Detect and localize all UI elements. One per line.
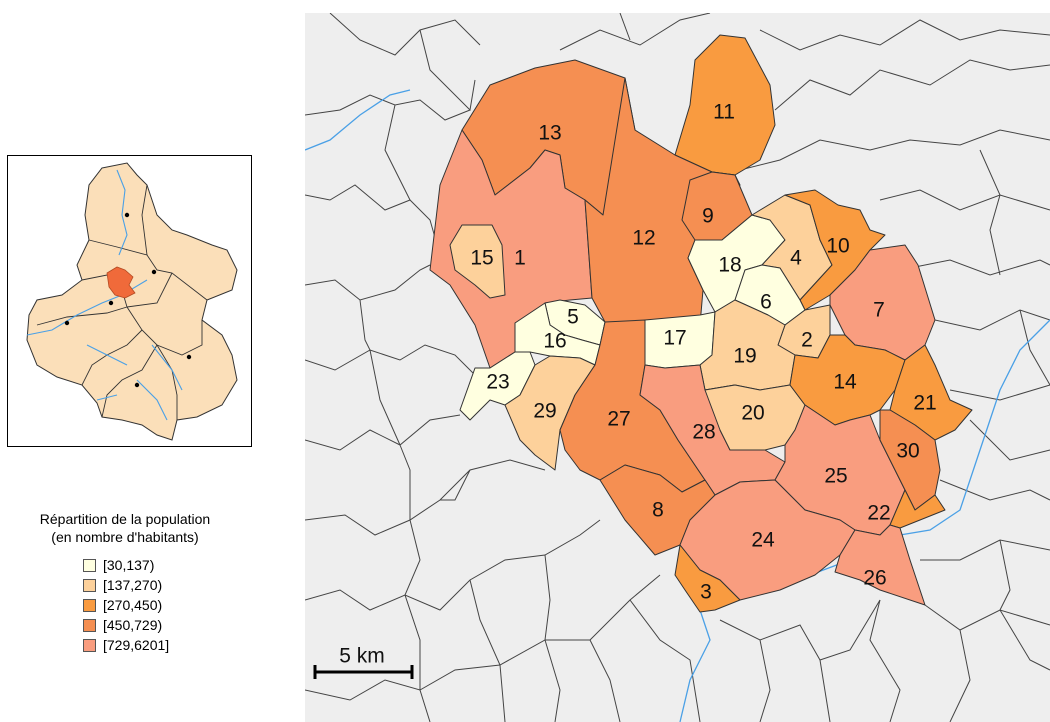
- commune-labels: 1 2 3 4 5 6 7 8 9 10 11 12 13 14 15 16 1…: [470, 101, 936, 604]
- commune-11: [674, 34, 776, 176]
- commune-label-10: 10: [826, 235, 849, 258]
- inset-cities: [64, 212, 192, 388]
- commune-label-1: 1: [514, 247, 526, 270]
- legend-item: [30,137): [10, 556, 240, 576]
- commune-label-26: 26: [863, 567, 886, 590]
- legend-swatch: [83, 599, 96, 612]
- commune-label-5: 5: [567, 306, 579, 329]
- inset-region-outline: [26, 162, 238, 441]
- legend-title-line-1: Répartition de la population: [39, 511, 211, 527]
- commune-label-29: 29: [533, 400, 556, 423]
- commune-label-3: 3: [700, 581, 712, 604]
- commune-label-19: 19: [733, 345, 756, 368]
- commune-label-2: 2: [801, 329, 813, 352]
- commune-15: [449, 224, 506, 299]
- commune-label-28: 28: [692, 421, 715, 444]
- inset-map: [7, 155, 252, 447]
- scale-bar: 5 km: [313, 645, 414, 679]
- legend-item: [137,270): [10, 576, 240, 596]
- inset-city-dot: [186, 354, 192, 360]
- legend-item: [450,729): [10, 616, 240, 636]
- legend-label: [137,270): [103, 577, 163, 593]
- inset-rivers: [26, 169, 183, 421]
- inset-city-dot: [134, 382, 140, 388]
- legend-swatch: [83, 619, 96, 632]
- communes: [429, 34, 973, 613]
- legend-item: [729,6201]: [10, 636, 240, 656]
- legend-label: [30,137): [103, 557, 155, 573]
- inset-highlight-area: [106, 266, 136, 299]
- commune-label-21: 21: [913, 392, 936, 415]
- commune-label-12: 12: [632, 227, 655, 250]
- commune-label-27: 27: [607, 408, 630, 431]
- legend-swatch: [83, 579, 96, 592]
- commune-22: [889, 489, 946, 529]
- inset-city-dot: [108, 300, 114, 306]
- legend-label: [450,729): [103, 617, 163, 633]
- commune-label-16: 16: [543, 330, 566, 353]
- legend-swatch: [83, 559, 96, 572]
- inset-city-dot: [124, 212, 130, 218]
- commune-label-24: 24: [751, 529, 775, 552]
- legend-label: [270,450): [103, 597, 163, 613]
- inset-city-dot: [151, 269, 157, 275]
- commune-label-15: 15: [470, 247, 493, 270]
- commune-label-9: 9: [702, 205, 714, 228]
- inset-inner-borders: [36, 184, 208, 420]
- commune-26: [834, 524, 926, 606]
- scale-bar-label: 5 km: [339, 645, 385, 668]
- commune-label-14: 14: [833, 371, 857, 394]
- commune-label-30: 30: [896, 440, 919, 463]
- commune-label-6: 6: [760, 291, 772, 314]
- commune-3: [674, 544, 741, 613]
- commune-label-11: 11: [713, 101, 735, 124]
- commune-label-20: 20: [741, 402, 764, 425]
- main-map: 1 2 3 4 5 6 7 8 9 10 11 12 13 14 15 16 1…: [305, 13, 1050, 722]
- commune-label-7: 7: [873, 299, 885, 322]
- commune-label-18: 18: [718, 254, 741, 277]
- commune-label-17: 17: [663, 327, 686, 350]
- commune-label-4: 4: [790, 247, 802, 270]
- commune-label-8: 8: [652, 499, 664, 522]
- commune-label-22: 22: [867, 502, 890, 525]
- legend-swatch: [83, 639, 96, 652]
- commune-label-25: 25: [824, 465, 847, 488]
- commune-label-23: 23: [486, 371, 509, 394]
- legend-label: [729,6201]: [103, 637, 170, 653]
- commune-21: [889, 344, 973, 441]
- inset-city-dot: [64, 320, 70, 326]
- background-commune-borders: [305, 13, 1050, 722]
- commune-label-13: 13: [538, 122, 561, 145]
- legend: Répartition de la population (en nombre …: [10, 510, 240, 656]
- legend-title-line-2: (en nombre d'habitants): [51, 529, 199, 545]
- legend-item: [270,450): [10, 596, 240, 616]
